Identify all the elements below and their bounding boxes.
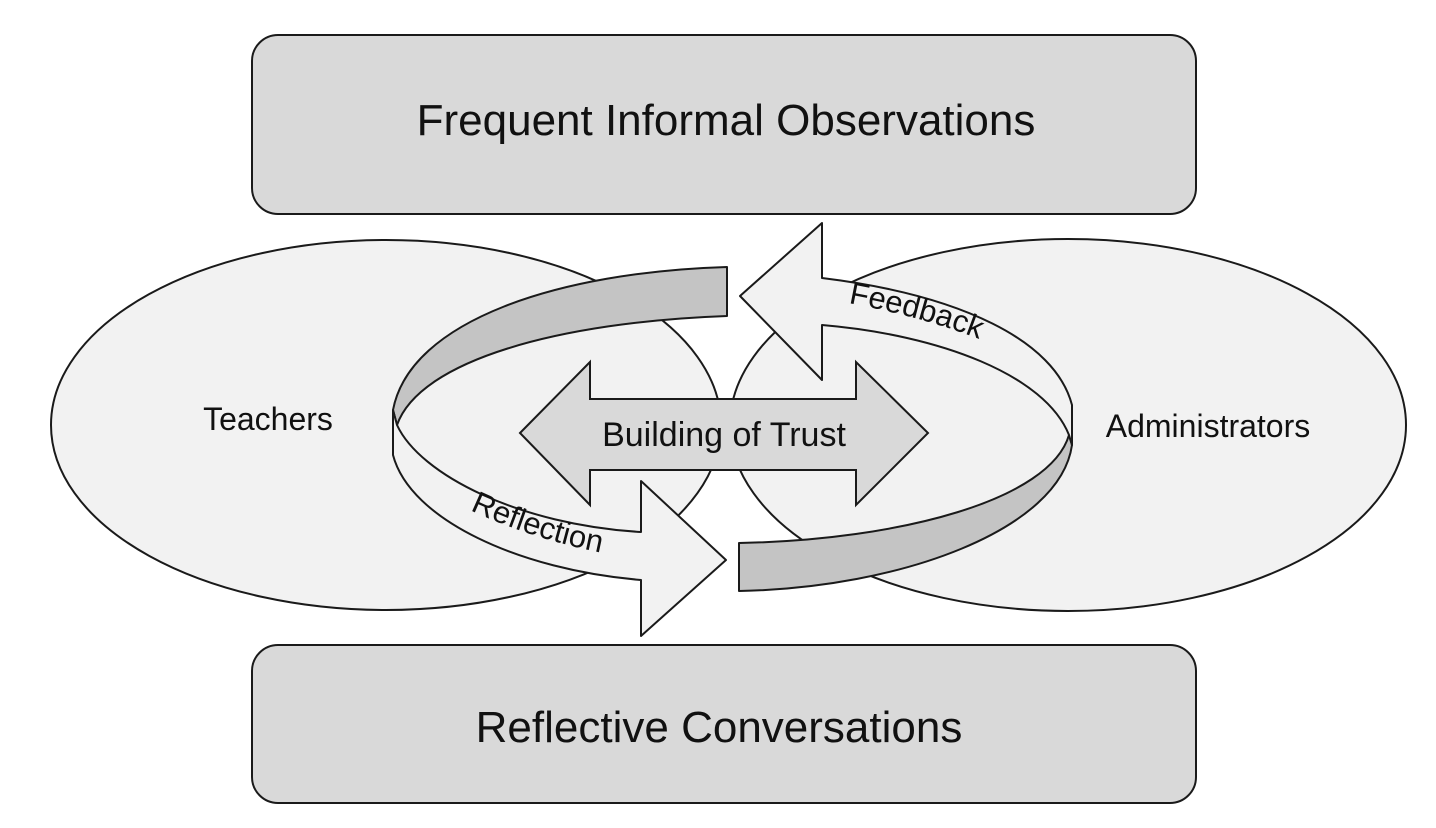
building-of-trust-arrow	[518, 359, 930, 508]
bottom-box: Reflective Conversations	[251, 644, 1197, 804]
top-box-shape	[251, 34, 1197, 215]
teachers-label: Teachers	[203, 401, 333, 437]
administrators-label: Administrators	[1106, 408, 1311, 444]
top-box: Frequent Informal Observations	[251, 34, 1197, 215]
bottom-box-shape	[251, 644, 1197, 804]
reflection-arrow[interactable]	[392, 409, 727, 637]
building-of-trust-label: Building of Trust	[602, 416, 846, 454]
top-box-label: Frequent Informal Observations	[417, 96, 1036, 145]
bottom-box-label: Reflective Conversations	[476, 703, 963, 752]
feedback-arrow[interactable]	[739, 222, 1073, 446]
